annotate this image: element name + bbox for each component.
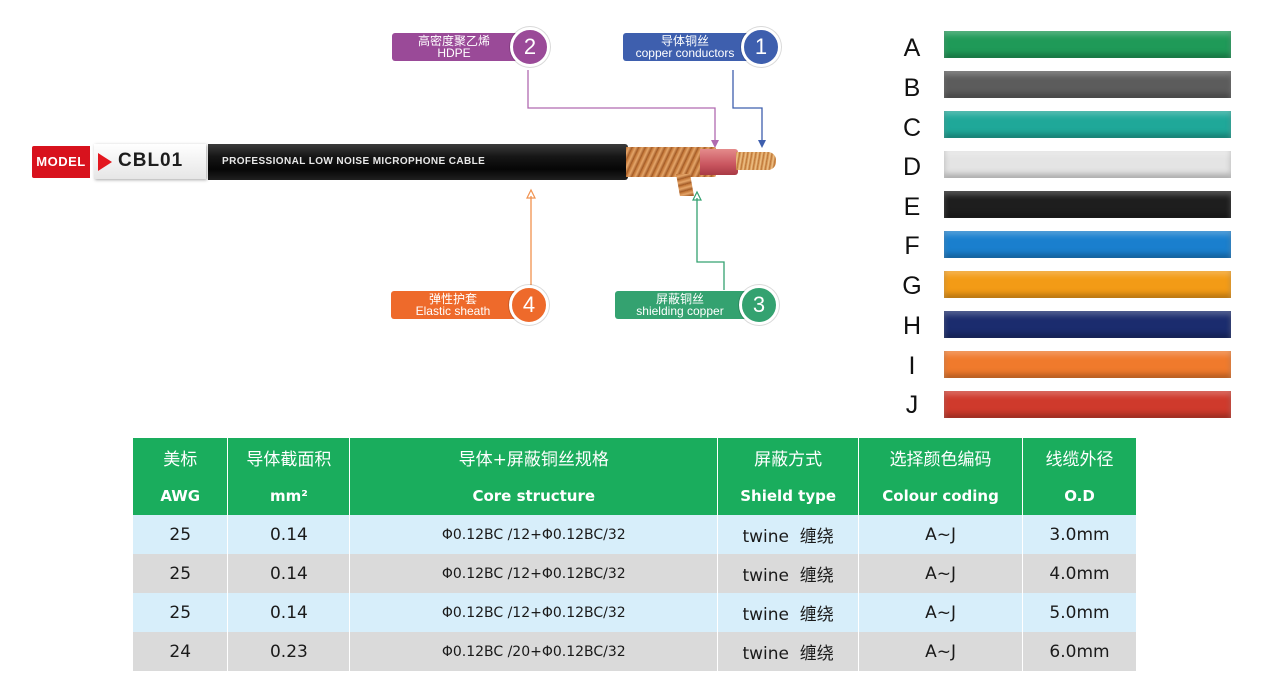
header-en: Core structure (349, 477, 719, 515)
cell-shield: twine 缠绕 (717, 632, 860, 671)
swatch-letter-j: J (905, 391, 919, 419)
cell-awg: 25 (133, 515, 229, 554)
header-en: O.D (1022, 477, 1137, 515)
swatch-bar-e (944, 191, 1231, 218)
play-arrow-icon (98, 153, 112, 171)
cell-od: 3.0mm (1022, 515, 1137, 554)
swatch-bar-j (944, 391, 1231, 418)
arrowhead-2 (711, 140, 719, 148)
header-en: Shield type (717, 477, 860, 515)
callout-sheath-label: 弹性护套 Elastic sheath (391, 291, 515, 319)
callout-copper-conductors: 导体铜丝 copper conductors 1 (623, 27, 781, 67)
callout-hdpe-label: 高密度聚乙烯 HDPE (392, 33, 516, 61)
swatch-bar-i (944, 351, 1231, 378)
leader-line-2 (527, 70, 716, 142)
header-en: AWG (133, 477, 229, 515)
cell-area: 0.14 (227, 593, 351, 632)
swatch-bar-c (944, 111, 1231, 138)
swatch-letter-i: I (908, 352, 916, 380)
swatch-bar-a (944, 31, 1231, 58)
header-zh: 线缆外径 (1022, 438, 1137, 477)
header-zh: 美标 (133, 438, 229, 477)
cell-awg: 24 (133, 632, 229, 671)
header-zh: 选择颜色编码 (858, 438, 1024, 477)
callout-hdpe: 高密度聚乙烯 HDPE 2 (392, 27, 550, 67)
cell-od: 5.0mm (1022, 593, 1137, 632)
cell-colour: A~J (858, 554, 1024, 593)
swatch-letter-a: A (903, 34, 921, 62)
callout-shield-label: 屏蔽铜丝 shielding copper (615, 291, 745, 319)
swatch-letter-g: G (902, 272, 922, 300)
cell-colour: A~J (858, 593, 1024, 632)
swatch-letter-e: E (903, 193, 921, 221)
model-name: CBL01 (118, 150, 184, 171)
swatch-letter-d: D (902, 153, 922, 181)
arrowhead-3 (692, 190, 702, 201)
cable-sheath (208, 144, 628, 180)
callout-copper-zh: 导体铜丝 (660, 34, 709, 48)
callout-number-3: 3 (739, 285, 779, 325)
callout-number-4: 4 (509, 285, 549, 325)
cell-structure: Φ0.12BC /12+Φ0.12BC/32 (349, 515, 719, 554)
callout-number-1: 1 (741, 27, 781, 67)
cell-shield: twine 缠绕 (717, 515, 860, 554)
swatch-bar-d (944, 151, 1231, 178)
swatch-bar-h (944, 311, 1231, 338)
swatch-bar-g (944, 271, 1231, 298)
arrowhead-1 (758, 140, 766, 148)
cell-shield: twine 缠绕 (717, 593, 860, 632)
model-tag: MODEL (32, 146, 90, 178)
callout-copper-en: copper conductors (635, 46, 735, 60)
swatch-letter-b: B (903, 74, 921, 102)
header-row-zh: 美标 导体截面积 导体+屏蔽铜丝规格 屏蔽方式 选择颜色编码 线缆外径 (133, 438, 1137, 477)
cell-shield: twine 缠绕 (717, 554, 860, 593)
callout-copper-label: 导体铜丝 copper conductors (623, 33, 747, 61)
header-zh: 屏蔽方式 (717, 438, 860, 477)
copper-core (736, 152, 776, 170)
callout-hdpe-zh: 高密度聚乙烯 (417, 34, 490, 48)
cell-awg: 25 (133, 593, 229, 632)
leader-lines (526, 70, 766, 290)
callout-shield-en: shielding copper (636, 304, 724, 318)
header-row-en: AWG mm² Core structure Shield type Colou… (133, 477, 1137, 515)
table-row: 25 0.14 Φ0.12BC /12+Φ0.12BC/32 twine 缠绕 … (133, 593, 1137, 632)
callout-sheath-zh: 弹性护套 (428, 292, 477, 306)
cell-area: 0.23 (227, 632, 351, 671)
header-en: mm² (227, 477, 351, 515)
header-zh: 导体+屏蔽铜丝规格 (349, 438, 719, 477)
table-row: 24 0.23 Φ0.12BC /20+Φ0.12BC/32 twine 缠绕 … (133, 632, 1137, 671)
callout-shielding-copper: 屏蔽铜丝 shielding copper 3 (615, 285, 779, 325)
callout-hdpe-en: HDPE (437, 46, 471, 60)
header-zh: 导体截面积 (227, 438, 351, 477)
cell-od: 4.0mm (1022, 554, 1137, 593)
callout-shield-zh: 屏蔽铜丝 (655, 292, 704, 306)
hdpe-layer (700, 149, 738, 175)
callout-elastic-sheath: 弹性护套 Elastic sheath 4 (391, 285, 549, 325)
cell-colour: A~J (858, 632, 1024, 671)
swatch-bar-b (944, 71, 1231, 98)
cell-awg: 25 (133, 554, 229, 593)
spec-table: 美标 导体截面积 导体+屏蔽铜丝规格 屏蔽方式 选择颜色编码 线缆外径 AWG … (133, 438, 1137, 671)
cell-od: 6.0mm (1022, 632, 1137, 671)
callout-number-2: 2 (510, 27, 550, 67)
cell-structure: Φ0.12BC /12+Φ0.12BC/32 (349, 593, 719, 632)
callout-sheath-en: Elastic sheath (415, 304, 491, 318)
leader-line-3 (696, 198, 725, 290)
arrowhead-4 (526, 188, 536, 199)
swatch-letter-f: F (904, 232, 920, 260)
cable-printed-text: PROFESSIONAL LOW NOISE MICROPHONE CABLE (222, 156, 486, 167)
swatch-letter-c: C (902, 114, 922, 142)
cell-colour: A~J (858, 515, 1024, 554)
leader-line-1 (732, 70, 763, 142)
cell-area: 0.14 (227, 554, 351, 593)
cell-area: 0.14 (227, 515, 351, 554)
swatch-bar-f (944, 231, 1231, 258)
cell-structure: Φ0.12BC /20+Φ0.12BC/32 (349, 632, 719, 671)
table-row: 25 0.14 Φ0.12BC /12+Φ0.12BC/32 twine 缠绕 … (133, 515, 1137, 554)
header-en: Colour coding (858, 477, 1024, 515)
model-name-box (94, 144, 206, 179)
table-row: 25 0.14 Φ0.12BC /12+Φ0.12BC/32 twine 缠绕 … (133, 554, 1137, 593)
swatch-letter-h: H (902, 312, 922, 340)
cell-structure: Φ0.12BC /12+Φ0.12BC/32 (349, 554, 719, 593)
